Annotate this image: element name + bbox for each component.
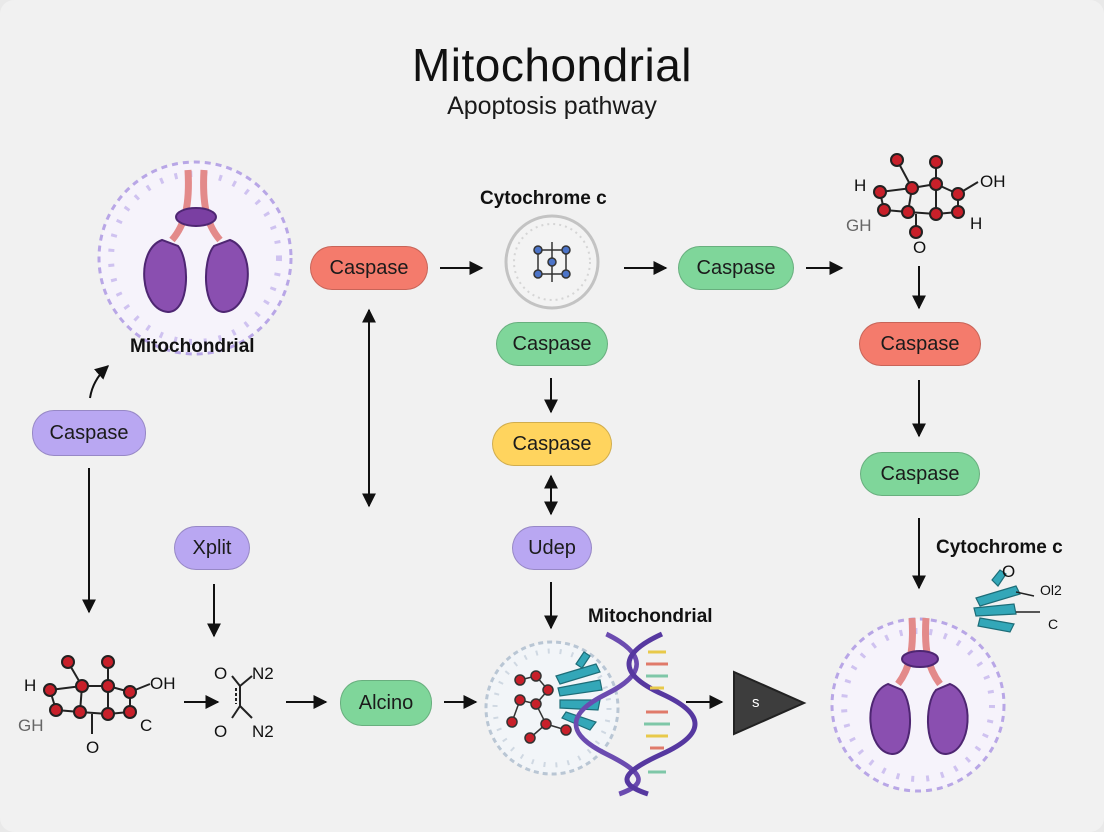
cytochrome-c-molecule-icon [504,214,600,310]
cytochrome-c-label-right: Cytochrome c [936,537,1063,558]
chem-pr-c: C [1048,616,1059,632]
chemical-structure-bottom-left-icon [43,655,151,734]
protein-ribbon-right-icon [973,569,1040,633]
page-subtitle: Apoptosis pathway [447,92,657,120]
mitochondrion-cell-bottom-right-icon [830,617,1006,793]
chem-n2-o-top: O [214,664,228,683]
caspase-node-yellow[interactable]: Caspase [492,422,612,466]
chem-tr-h-right: H [970,214,983,233]
chem-tr-h-left: H [854,176,867,195]
chemical-structure-top-right-icon [873,153,979,239]
chem-n2-o-bot: O [214,722,228,741]
chem-bl-oh: OH [150,674,176,693]
page-title: Mitochondrial [411,39,693,91]
chem-n2-n2-top: N2 [252,664,274,683]
chem-bl-gh: GH [18,716,44,735]
chem-bl-c: C [140,716,153,735]
mitochondrial-label-top: Mitochondrial [130,336,255,357]
chem-tr-o-bottom: O [913,238,927,257]
chem-tr-gh: GH [846,216,872,235]
caspase-node-green-mid[interactable]: Caspase [496,322,608,366]
chem-pr-o: O [1002,562,1016,581]
pathway-arrows [82,261,926,709]
xplit-node[interactable]: Xplit [174,526,250,570]
chem-bl-h-left: H [24,676,37,695]
udep-node[interactable]: Udep [512,526,592,570]
triangle-node-label[interactable]: s [752,694,760,711]
chem-bl-o: O [86,738,100,757]
chem-pr-ol2: Ol2 [1040,582,1062,598]
caspase-node-green-right[interactable]: Caspase [860,452,980,496]
chem-tr-oh: OH [980,172,1006,191]
caspase-node-purple-left[interactable]: Caspase [32,410,146,456]
cell-with-protein-icon [484,640,620,776]
dna-helix-icon [573,631,698,797]
n2-compound-structure-icon [231,675,253,719]
mitochondrion-cell-top-left-icon [97,160,293,356]
triangle-node-icon [733,670,807,736]
chem-n2-n2-bot: N2 [252,722,274,741]
caspase-node-red-top[interactable]: Caspase [310,246,428,290]
alcino-node[interactable]: Alcino [340,680,432,726]
caspase-node-green-top-right[interactable]: Caspase [678,246,794,290]
mitochondrial-label-bottom: Mitochondrial [588,606,713,627]
cytochrome-c-label-top: Cytochrome c [480,188,607,209]
caspase-node-red-right[interactable]: Caspase [859,322,981,366]
